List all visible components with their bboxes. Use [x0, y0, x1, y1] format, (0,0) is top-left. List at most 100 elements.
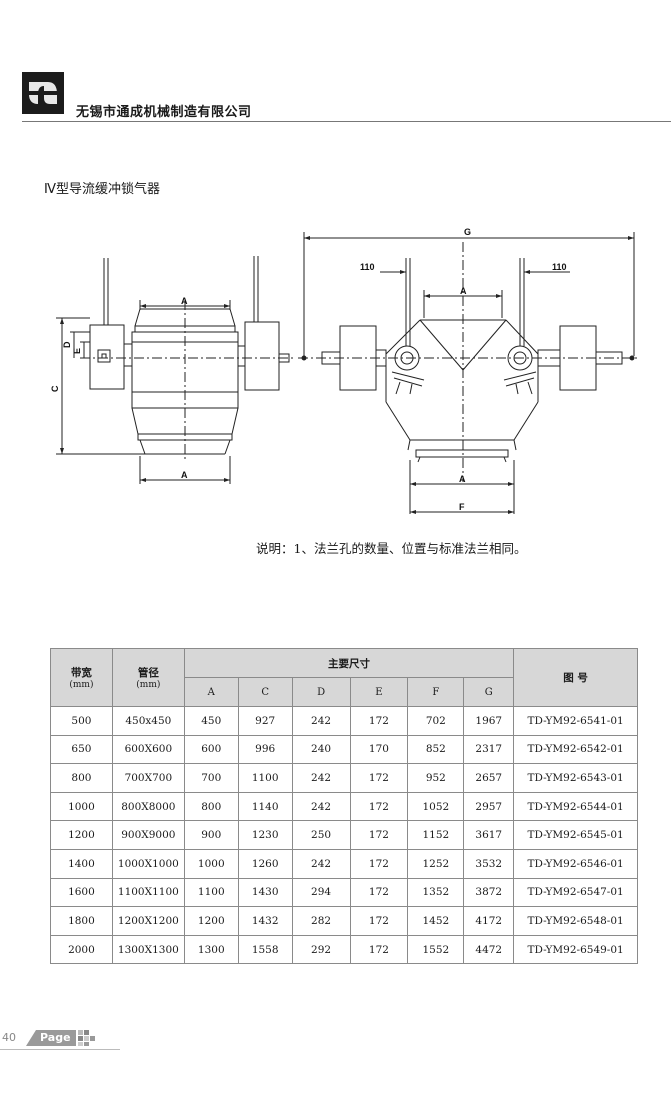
table-cell: 800 [50, 763, 113, 793]
table-cell: 1140 [237, 791, 293, 822]
header-belt-width-label: 带宽 [70, 667, 92, 679]
table-cell: 900 [183, 820, 239, 850]
table-cell: TD-YM92-6545-01 [513, 820, 638, 850]
table-cell: 1432 [237, 906, 293, 936]
table-cell: 172 [349, 906, 409, 936]
table-cell: 1230 [237, 820, 293, 850]
table-cell: 172 [349, 706, 409, 736]
table-cell: 2317 [463, 734, 515, 765]
table-cell: 3532 [463, 848, 515, 879]
table-cell: 172 [349, 934, 409, 965]
table-cell: 292 [291, 934, 351, 965]
table-cell: 927 [237, 706, 293, 736]
table-cell: 650 [50, 734, 113, 765]
table-cell: 852 [407, 734, 465, 765]
dim-label-g: G [464, 227, 471, 237]
table-cell: 1967 [463, 706, 515, 736]
header-pipe-size-unit: (mm) [136, 680, 161, 690]
header-dim-e: E [349, 677, 409, 707]
table-cell: 4172 [463, 906, 515, 936]
table-cell: 172 [349, 848, 409, 879]
table-cell: 1552 [407, 934, 465, 965]
page-label: Page [26, 1030, 76, 1046]
table-cell: 1052 [407, 791, 465, 822]
table-cell: 800 [183, 791, 239, 822]
table-cell: 172 [349, 820, 409, 850]
dim-label-c: C [50, 385, 60, 392]
table-cell: 3617 [463, 820, 515, 850]
table-cell: 600 [183, 734, 239, 765]
dim-label-a-bottom-left: A [181, 470, 188, 480]
table-cell: TD-YM92-6542-01 [513, 734, 638, 765]
table-cell: TD-YM92-6543-01 [513, 763, 638, 793]
drawing-note: 说明：1、法兰孔的数量、位置与标准法兰相同。 [256, 541, 527, 556]
table-cell: 1000 [183, 848, 239, 879]
header-divider [22, 121, 671, 122]
dim-label-a-bottom-right: A [459, 474, 466, 484]
table-cell: TD-YM92-6541-01 [513, 706, 638, 736]
dim-label-e: E [72, 348, 82, 354]
header-pipe-size-label: 管径 [137, 667, 159, 679]
header-dim-g: G [463, 677, 515, 707]
table-cell: 1600 [50, 877, 113, 908]
table-cell: 172 [349, 763, 409, 793]
table-cell: TD-YM92-6548-01 [513, 906, 638, 936]
table-cell: 1100X1100 [111, 877, 185, 908]
dim-label-110-left: 110 [360, 262, 375, 272]
table-cell: 282 [291, 906, 351, 936]
company-logo [22, 72, 64, 114]
table-cell: 2000 [50, 934, 113, 965]
table-cell: 1252 [407, 848, 465, 879]
table-cell: TD-YM92-6544-01 [513, 791, 638, 822]
table-cell: 170 [349, 734, 409, 765]
table-cell: 600X600 [111, 734, 185, 765]
table-cell: TD-YM92-6547-01 [513, 877, 638, 908]
header-dim-f: F [407, 677, 465, 707]
table-cell: 294 [291, 877, 351, 908]
table-cell: 1430 [237, 877, 293, 908]
table-cell: 500 [50, 706, 113, 736]
table-cell: 996 [237, 734, 293, 765]
footer-divider [0, 1049, 120, 1050]
header-belt-width-unit: (mm) [69, 680, 94, 690]
table-cell: 1100 [183, 877, 239, 908]
table-cell: 1100 [237, 763, 293, 793]
company-name: 无锡市通成机械制造有限公司 [76, 105, 252, 120]
header-dim-d: D [291, 677, 351, 707]
table-cell: 3872 [463, 877, 515, 908]
table-cell: 1352 [407, 877, 465, 908]
table-cell: 4472 [463, 934, 515, 965]
table-cell: 1152 [407, 820, 465, 850]
table-cell: 1260 [237, 848, 293, 879]
table-cell: TD-YM92-6546-01 [513, 848, 638, 879]
table-cell: 1300X1300 [111, 934, 185, 965]
logo-mark-icon [24, 74, 62, 112]
table-cell: 1200 [50, 820, 113, 850]
table-cell: 1200 [183, 906, 239, 936]
table-cell: 1200X1200 [111, 906, 185, 936]
table-cell: 450 [183, 706, 239, 736]
dim-label-110-right: 110 [552, 262, 567, 272]
table-cell: 1800 [50, 906, 113, 936]
dim-label-a-top-right: A [460, 286, 467, 296]
header-drawing-number: 图 号 [513, 648, 638, 707]
table-cell: TD-YM92-6549-01 [513, 934, 638, 965]
table-cell: 1000X1000 [111, 848, 185, 879]
table-cell: 450x450 [111, 706, 185, 736]
header-belt-width: 带宽 (mm) [50, 648, 113, 707]
table-cell: 242 [291, 791, 351, 822]
table-cell: 172 [349, 877, 409, 908]
technical-drawing: A A C D E G 110 110 A A F [50, 227, 640, 514]
table-cell: 1400 [50, 848, 113, 879]
header-pipe-size: 管径 (mm) [111, 648, 185, 707]
table-cell: 702 [407, 706, 465, 736]
header-main-dimensions: 主要尺寸 [183, 648, 515, 678]
table-cell: 700 [183, 763, 239, 793]
page-decoration-icon [78, 1030, 95, 1046]
